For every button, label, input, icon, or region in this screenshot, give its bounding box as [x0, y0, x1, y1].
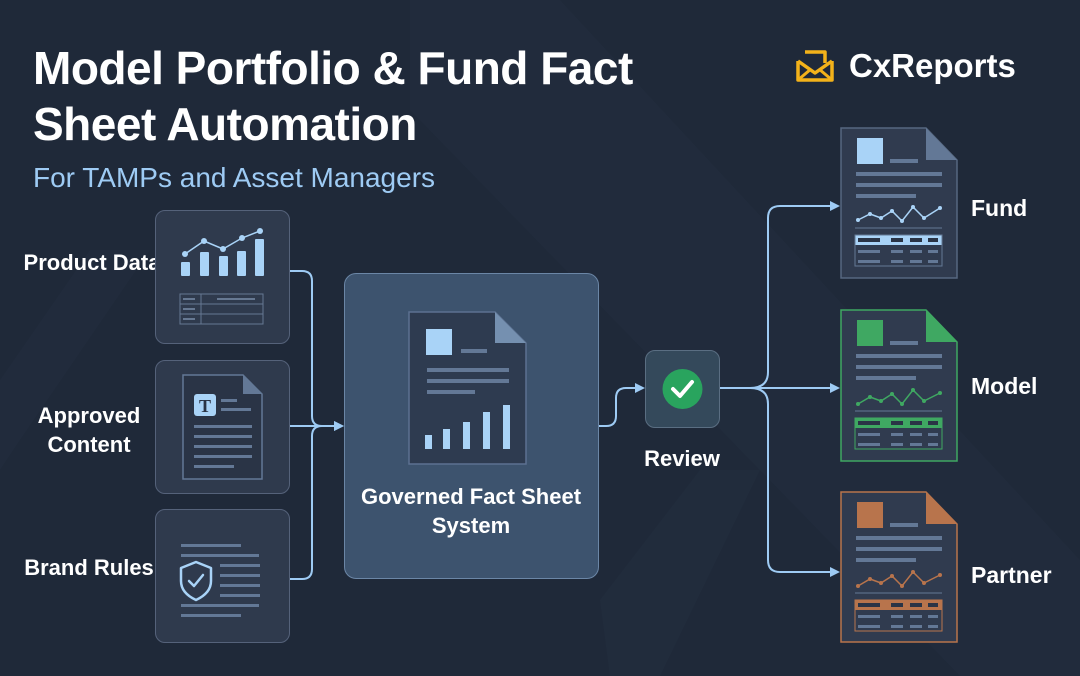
output-label-model: Model: [971, 373, 1038, 399]
review-card: [645, 350, 720, 428]
input-label-brand-rules: Brand Rules: [24, 555, 154, 580]
bar-line-chart-icon: [179, 228, 264, 325]
partner-document: [840, 491, 958, 643]
center-to-review-connector: [598, 383, 645, 427]
input-label-product-data: Product Data: [23, 250, 161, 275]
page-subtitle: For TAMPs and Asset Managers: [33, 162, 436, 193]
output-label-fund: Fund: [971, 195, 1028, 221]
model-document: [840, 309, 958, 462]
page-title: Model Portfolio & Fund Fact Sheet Automa…: [33, 42, 633, 150]
svg-text:T: T: [199, 396, 211, 416]
text-document-icon: T: [182, 374, 263, 480]
brand-rules-card: [155, 509, 290, 643]
brand-logo: CxReports: [795, 44, 1016, 88]
output-label-partner: Partner: [971, 562, 1052, 588]
approved-content-card: T: [155, 360, 290, 494]
governed-fact-sheet-card: [344, 273, 599, 579]
envelope-logo-icon: [796, 50, 834, 82]
check-circle-icon: [662, 369, 703, 409]
brand-name: CxReports: [849, 47, 1016, 84]
input-connectors: [289, 270, 344, 580]
review-label: Review: [644, 446, 720, 471]
input-label-approved-content: Approved Content: [37, 403, 141, 457]
fact-sheet-document-icon: [408, 311, 527, 465]
shield-check-icon: [179, 544, 260, 617]
governed-fact-sheet-label: Governed Fact Sheet System: [360, 484, 582, 538]
fund-document: [840, 127, 958, 279]
output-connectors: [719, 201, 840, 577]
product-data-card: [155, 210, 290, 344]
